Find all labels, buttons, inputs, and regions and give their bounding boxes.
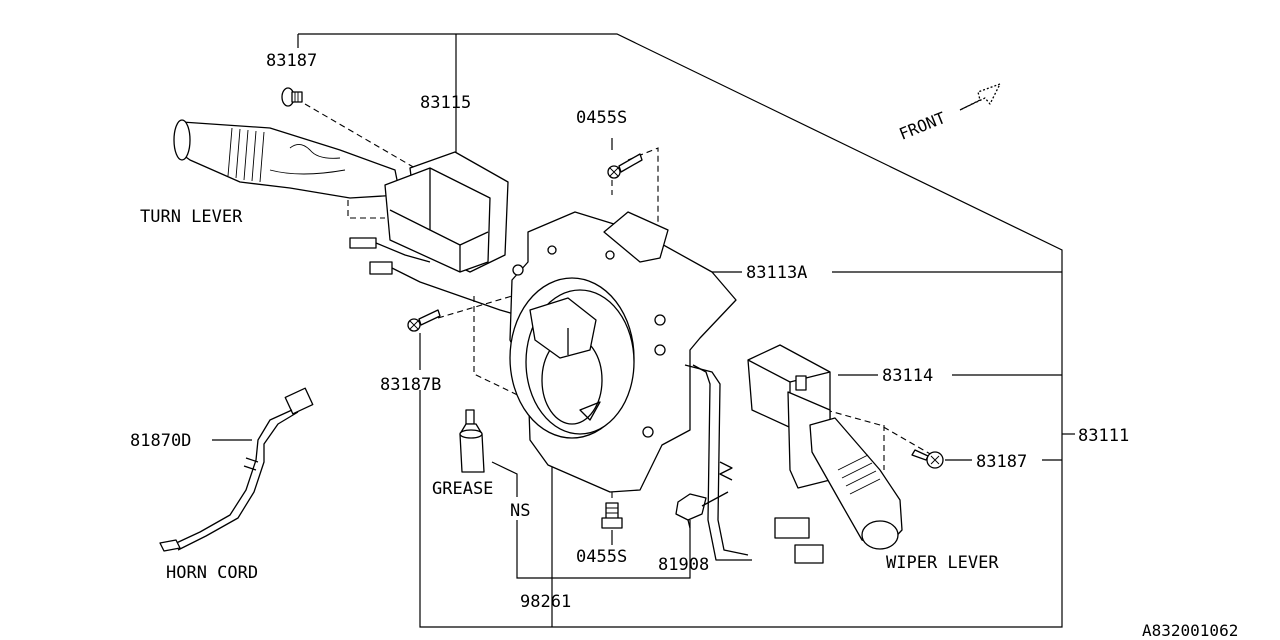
label-83113a: 83113A bbox=[746, 263, 807, 283]
switch-83115 bbox=[349, 151, 529, 319]
screw-0455s-bottom bbox=[601, 502, 623, 529]
label-98261: 98261 bbox=[520, 592, 571, 612]
label-wiper-lever: WIPER LEVER bbox=[886, 553, 999, 573]
label-0455s-top: 0455S bbox=[576, 108, 627, 128]
label-83115: 83115 bbox=[420, 93, 471, 113]
grease-bottle bbox=[459, 409, 485, 473]
screw-83187b bbox=[407, 309, 441, 332]
horn-cord-81870d bbox=[159, 387, 314, 552]
label-81870d: 81870D bbox=[130, 431, 191, 451]
clip-81908 bbox=[675, 491, 729, 529]
wiper-switch-83114 bbox=[747, 344, 903, 564]
label-83114: 83114 bbox=[882, 366, 933, 386]
label-front: FRONT bbox=[896, 108, 948, 144]
label-grease: GREASE bbox=[432, 479, 493, 499]
label-83187-right: 83187 bbox=[976, 452, 1027, 472]
drawing-id: A832001062 bbox=[1142, 621, 1238, 640]
screw-83187-right bbox=[911, 449, 944, 469]
label-83187b: 83187B bbox=[380, 375, 441, 395]
front-arrow bbox=[959, 83, 1001, 111]
label-81908: 81908 bbox=[658, 555, 709, 575]
turn-lever bbox=[173, 119, 401, 199]
label-horn-cord: HORN CORD bbox=[166, 563, 258, 583]
label-83187-top: 83187 bbox=[266, 51, 317, 71]
leader-lines bbox=[212, 33, 1075, 628]
combination-switch-base-83113a bbox=[509, 211, 752, 561]
label-ns: NS bbox=[510, 501, 530, 521]
label-0455s-bottom: 0455S bbox=[576, 547, 627, 567]
label-83111: 83111 bbox=[1078, 426, 1129, 446]
label-turn-lever: TURN LEVER bbox=[140, 207, 243, 227]
screw-83187-top bbox=[281, 87, 303, 107]
screw-0455s-top bbox=[607, 153, 643, 179]
part-labels: 83187 83115 0455S TURN LEVER 83113A 8318… bbox=[130, 51, 1238, 640]
